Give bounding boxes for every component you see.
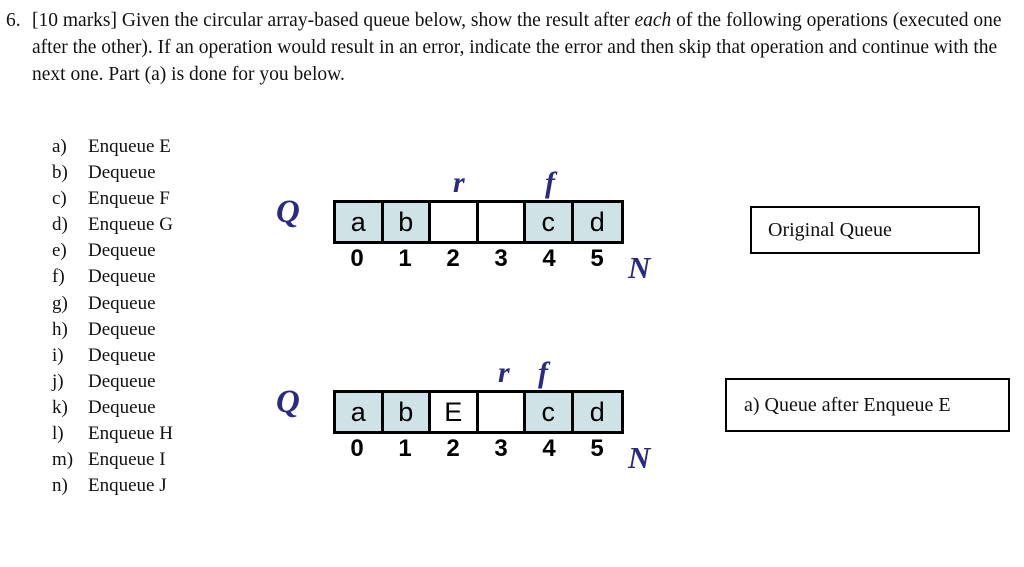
- index-label: 3: [494, 435, 508, 462]
- queue-cell: d: [573, 393, 621, 431]
- pointer-r: r: [498, 356, 510, 389]
- queue-cell: [431, 203, 479, 241]
- question-emphasis: each: [634, 10, 672, 31]
- index-label: 1: [398, 435, 412, 462]
- pointer-f: f: [545, 166, 555, 199]
- operation-label: Dequeue: [88, 240, 156, 262]
- operation-letter: l): [52, 423, 64, 445]
- question-text: [10 marks] Given the circular array-base…: [32, 7, 1006, 88]
- operation-item: h) Dequeue: [52, 317, 173, 343]
- queue-cell: a: [336, 203, 384, 241]
- operation-item: k) Dequeue: [52, 395, 173, 421]
- operation-letter: k): [52, 396, 68, 418]
- operation-item: f) Dequeue: [52, 264, 173, 290]
- queue-cell: E: [431, 393, 479, 431]
- operation-item: g) Dequeue: [52, 291, 173, 317]
- operation-label: Enqueue J: [88, 475, 167, 497]
- index-label: 5: [590, 435, 604, 462]
- operation-label: Enqueue H: [88, 423, 173, 445]
- operation-label: Dequeue: [88, 318, 156, 340]
- operation-letter: a): [52, 136, 67, 157]
- queue-cell: b: [383, 393, 431, 431]
- queue-cell: c: [526, 393, 574, 431]
- operation-item: d) Enqueue G: [52, 212, 173, 238]
- operation-label: Dequeue: [88, 292, 156, 314]
- operation-item: i) Dequeue: [52, 343, 173, 369]
- operation-letter: i): [52, 344, 64, 366]
- question-block: 6. [10 marks] Given the circular array-b…: [6, 7, 1006, 88]
- caption-box-after-enqueue-e: a) Queue after Enqueue E: [725, 378, 1010, 432]
- question-text-part1: [10 marks] Given the circular array-base…: [32, 10, 635, 31]
- capacity-variable-label: N: [628, 250, 651, 285]
- operation-letter: c): [52, 188, 67, 210]
- question-number: 6.: [6, 10, 21, 31]
- operation-letter: n): [52, 475, 68, 497]
- operation-label: Dequeue: [88, 396, 156, 418]
- operation-letter: g): [52, 292, 68, 314]
- operation-item: e) Dequeue: [52, 238, 173, 264]
- operation-label: Enqueue G: [88, 214, 173, 236]
- caption-box-original: Original Queue: [750, 206, 980, 254]
- operation-label: Enqueue E: [88, 136, 171, 157]
- operation-letter: j): [52, 370, 64, 392]
- operation-label: Enqueue F: [88, 188, 170, 210]
- queue-cell: b: [383, 203, 431, 241]
- operation-letter: h): [52, 318, 68, 340]
- index-label: 2: [446, 245, 460, 272]
- index-label: 2: [446, 435, 460, 462]
- operation-label: Dequeue: [88, 344, 156, 366]
- index-label: 4: [542, 435, 556, 462]
- operation-label: Dequeue: [88, 266, 156, 288]
- array-variable-label: Q: [276, 384, 300, 420]
- operation-item: j) Dequeue: [52, 369, 173, 395]
- operation-letter: f): [52, 266, 65, 288]
- array-variable-label: Q: [276, 194, 300, 230]
- operations-list: a) Enqueue E b) Dequeue c) Enqueue F d) Enqueue…: [52, 134, 173, 499]
- index-label: 0: [350, 245, 364, 272]
- operation-item: b) Dequeue: [52, 160, 173, 186]
- index-label: 3: [494, 245, 508, 272]
- index-row: 0 1 2 3 4 5: [333, 437, 624, 461]
- operation-letter: m): [52, 449, 74, 471]
- operation-letter: e): [52, 240, 67, 262]
- pointer-r: r: [453, 166, 465, 199]
- caption-text: a) Queue after Enqueue E: [744, 393, 951, 416]
- index-label: 5: [590, 245, 604, 272]
- operation-label: Enqueue I: [88, 449, 166, 471]
- caption-text: Original Queue: [768, 218, 892, 241]
- queue-cell: d: [573, 203, 621, 241]
- index-label: 0: [350, 435, 364, 462]
- operation-item: c) Enqueue F: [52, 186, 173, 212]
- operation-label: Dequeue: [88, 370, 156, 392]
- operation-label: Dequeue: [88, 162, 156, 184]
- operation-item: l) Enqueue H: [52, 421, 173, 447]
- queue-cell: [478, 203, 526, 241]
- question-text-part2: of the following operations (executed on…: [32, 10, 1002, 85]
- operation-item: m) Enqueue I: [52, 447, 173, 473]
- operation-letter: d): [52, 214, 68, 236]
- operation-letter: b): [52, 162, 68, 184]
- operation-item: n) Enqueue J: [52, 473, 173, 499]
- pointer-f: f: [538, 356, 548, 389]
- queue-cell: a: [336, 393, 384, 431]
- queue-cell: [478, 393, 526, 431]
- queue-cell: c: [526, 203, 574, 241]
- index-row: 0 1 2 3 4 5: [333, 247, 624, 271]
- operation-item: a) Enqueue E: [52, 134, 173, 160]
- index-label: 4: [542, 245, 556, 272]
- index-label: 1: [398, 245, 412, 272]
- capacity-variable-label: N: [628, 440, 651, 475]
